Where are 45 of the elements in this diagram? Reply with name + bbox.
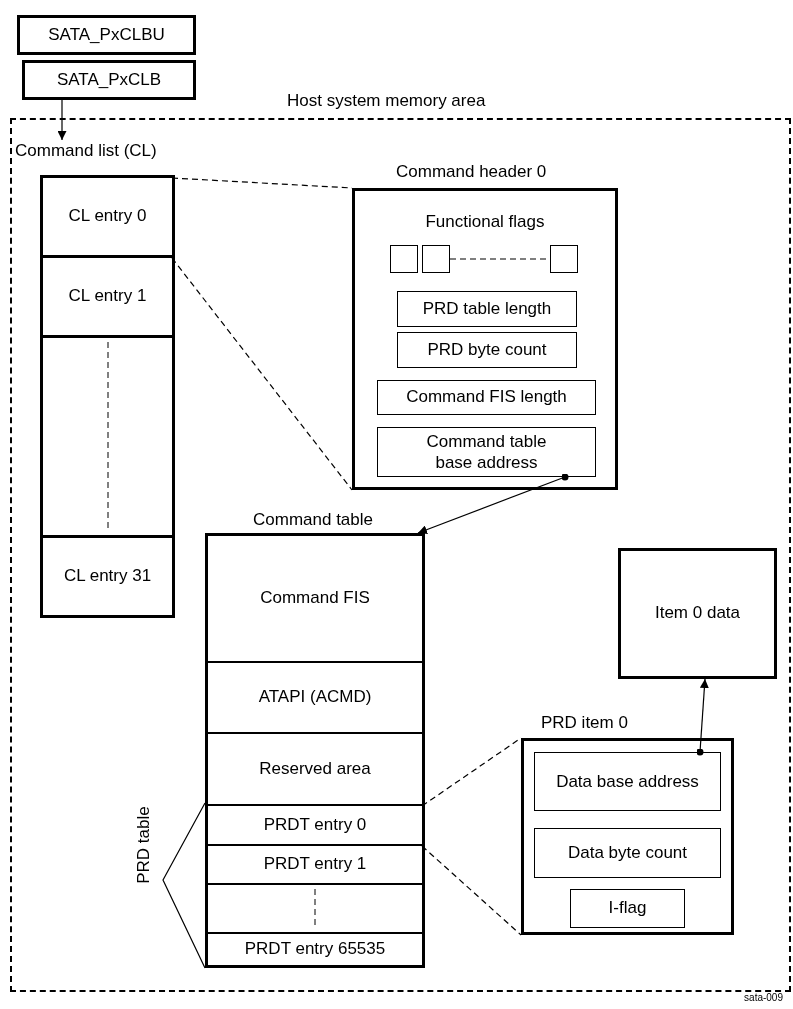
figure-id: sata-009 [744,993,783,1003]
label-text: Data base address [556,770,699,793]
label-text: Data byte count [567,842,688,864]
field-box [534,752,721,811]
heading: Command list (CL) [15,140,157,162]
flag-box [390,245,418,273]
label-text: Command FIS length [406,386,567,409]
arrow [696,678,709,756]
label-text: CL entry 31 [63,565,152,588]
field-box [377,380,596,415]
heading: Host system memory area [287,90,486,112]
label-text: Reserved area [259,757,371,780]
label-text: Functional flags [425,211,545,233]
data-box [618,548,777,679]
label-text: PRDT entry 1 [263,853,367,876]
connector-line [171,257,353,491]
label-text: PRD byte count [427,338,547,361]
field-box [570,889,685,928]
field-box [377,427,596,477]
connector-line [421,845,522,936]
label-text: Command FIS [260,587,370,610]
label-text: PRD table length [422,297,552,320]
label-text: I-flag [608,897,647,920]
register-box [22,60,196,100]
flag-box [422,245,450,273]
heading: PRD item 0 [541,712,628,734]
label-text: SATA_PxCLBU [48,23,165,46]
label-text: CL entry 0 [68,205,147,228]
heading: Command table [253,509,373,531]
label-text: CL entry 1 [68,285,147,308]
label-text: Item 0 data [654,602,741,625]
heading: Command header 0 [396,161,547,183]
label-text: SATA_PxCLB [56,68,162,91]
label-text: Command table base address [425,430,548,474]
vertical-label: PRD table [134,806,152,884]
field-box [397,291,577,327]
label-text: PRDT entry 65535 [244,938,386,961]
label-text: ATAPI (ACMD) [258,686,372,709]
arrow [417,473,569,534]
field-box [534,828,721,878]
flag-box [550,245,578,273]
register-box [17,15,196,55]
label-text: PRDT entry 0 [263,813,367,836]
arrow [57,99,67,141]
field-box [397,332,577,368]
